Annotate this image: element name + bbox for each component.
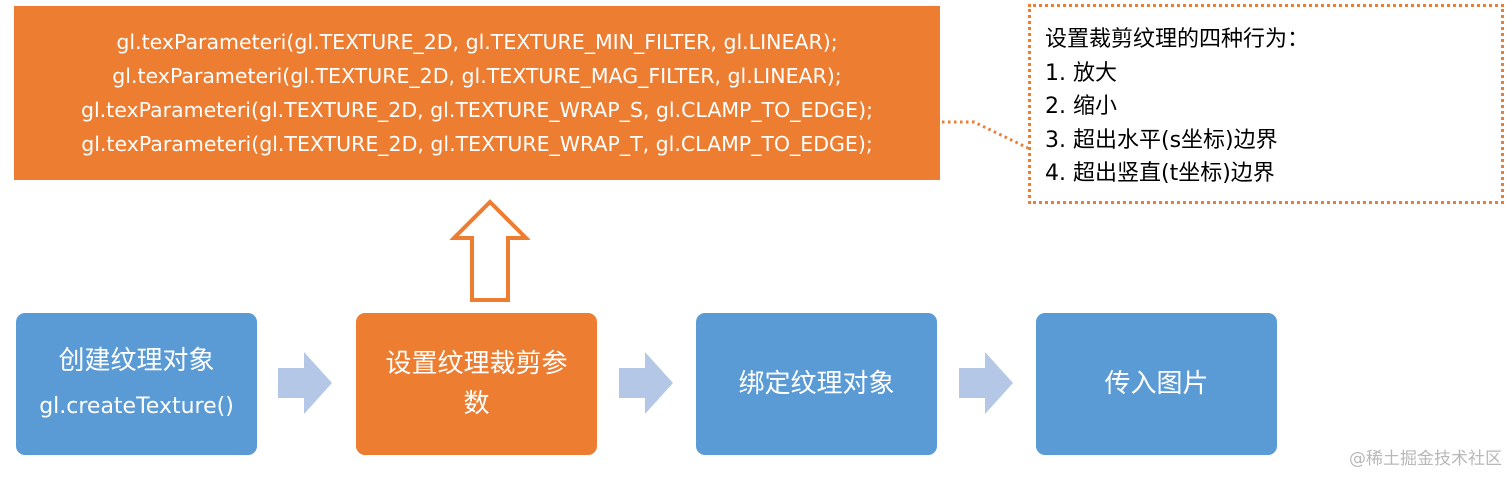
right-arrow-icon — [278, 352, 332, 414]
callout-item: 2. 缩小 — [1045, 94, 1117, 119]
code-line: gl.texParameteri(gl.TEXTURE_2D, gl.TEXTU… — [81, 132, 873, 156]
step-create-texture: 创建纹理对象 gl.createTexture() — [16, 313, 257, 455]
callout-item: 3. 超出水平(s坐标)边界 — [1045, 127, 1278, 153]
callout-item: 1. 放大 — [1045, 60, 1117, 86]
right-arrow-icon — [959, 352, 1013, 414]
callout-item: 4. 超出竖直(t坐标)边界 — [1045, 161, 1275, 186]
callout-connector — [942, 120, 1029, 150]
step-upload-image: 传入图片 — [1036, 313, 1277, 455]
code-block: gl.texParameteri(gl.TEXTURE_2D, gl.TEXTU… — [14, 6, 940, 180]
up-arrow-icon — [450, 199, 530, 302]
step-bind-texture: 绑定纹理对象 — [696, 313, 937, 455]
step-label: 创建纹理对象 — [58, 346, 215, 376]
code-line: gl.texParameteri(gl.TEXTURE_2D, gl.TEXTU… — [112, 64, 842, 88]
step-set-parameters: 设置纹理裁剪参数 — [356, 313, 597, 455]
step-label: 设置纹理裁剪参数 — [385, 349, 568, 419]
watermark: @稀土掘金技术社区 — [1349, 449, 1502, 469]
callout-box: 设置裁剪纹理的四种行为： 1. 放大 2. 缩小 3. 超出水平(s坐标)边界 … — [1028, 4, 1504, 204]
step-label: 绑定纹理对象 — [738, 369, 895, 399]
callout-title: 设置裁剪纹理的四种行为： — [1045, 27, 1310, 52]
right-arrow-icon — [619, 352, 673, 414]
code-line: gl.texParameteri(gl.TEXTURE_2D, gl.TEXTU… — [116, 30, 838, 54]
code-line: gl.texParameteri(gl.TEXTURE_2D, gl.TEXTU… — [80, 98, 874, 122]
step-label: 传入图片 — [1104, 369, 1209, 399]
step-sub: gl.createTexture() — [39, 394, 234, 419]
